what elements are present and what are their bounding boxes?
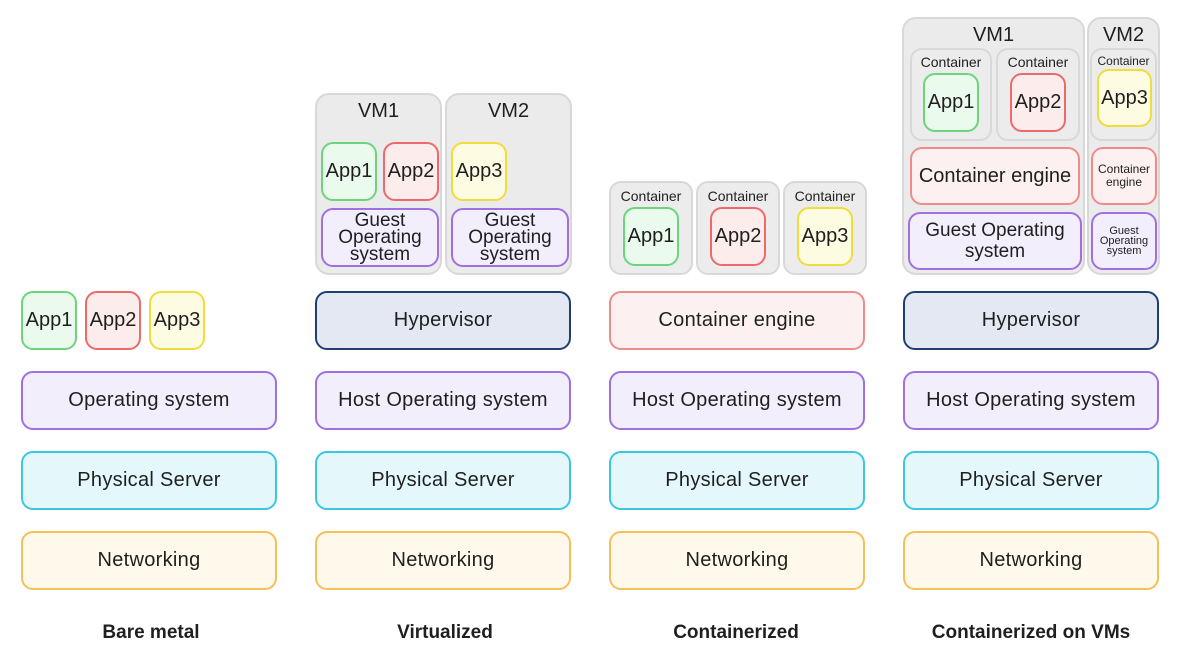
physical-server-layer: Physical Server: [21, 451, 277, 510]
container-label: Container: [620, 188, 682, 204]
container-label: Container: [1097, 54, 1150, 68]
host-os-layer: Host Operating system: [903, 371, 1159, 430]
vm2-box: VM2 Container App3 Container engine Gues…: [1087, 17, 1160, 275]
vm1-box: VM1 App1 App2 Guest Operating system: [315, 93, 442, 275]
app2-box: App2: [1010, 73, 1066, 132]
networking-layer: Networking: [903, 531, 1159, 590]
host-os-layer: Host Operating system: [315, 371, 571, 430]
container-box: Container App1: [609, 181, 693, 275]
app3-box: App3: [1097, 69, 1152, 127]
container-box: Container App2: [696, 181, 780, 275]
guest-os-line: system: [1106, 245, 1142, 257]
vm1-label: VM1: [972, 24, 1015, 46]
container-label: Container: [707, 188, 769, 204]
container-box: Container App1: [910, 48, 992, 141]
guest-os-line: system: [479, 244, 541, 265]
app2-box: App2: [383, 142, 439, 201]
physical-server-layer: Physical Server: [903, 451, 1159, 510]
container-engine-box: Container engine: [1091, 147, 1157, 205]
host-os-layer: Host Operating system: [609, 371, 865, 430]
container-engine-layer: Container engine: [609, 291, 865, 350]
guest-os-box: Guest Operating system: [451, 208, 569, 267]
vm1-label: VM1: [357, 100, 400, 122]
app2-box: App2: [710, 207, 766, 266]
app1-box: App1: [321, 142, 377, 201]
vm2-label: VM2: [487, 100, 530, 122]
app2-box: App2: [85, 291, 141, 350]
guest-os-line: Guest Operating: [925, 220, 1065, 241]
guest-os-line: system: [964, 241, 1026, 262]
guest-os-line: Operating: [338, 227, 422, 248]
guest-os-box: Guest Operating system: [908, 212, 1082, 270]
caption-bare-metal: Bare metal: [102, 622, 200, 643]
container-label: Container: [920, 54, 982, 70]
app1-box: App1: [21, 291, 77, 350]
networking-layer: Networking: [21, 531, 277, 590]
app3-box: App3: [797, 207, 853, 266]
app3-box: App3: [149, 291, 205, 350]
networking-layer: Networking: [315, 531, 571, 590]
caption-virtualized: Virtualized: [397, 622, 493, 643]
guest-os-line: Guest: [1109, 225, 1139, 237]
guest-os-line: Guest: [484, 210, 536, 231]
guest-os-box: Guest Operating system: [1091, 212, 1157, 270]
container-engine-box: Container engine: [910, 147, 1080, 205]
physical-server-layer: Physical Server: [609, 451, 865, 510]
guest-os-box: Guest Operating system: [321, 208, 439, 267]
app1-box: App1: [623, 207, 679, 266]
container-box: Container App2: [996, 48, 1080, 141]
operating-system-layer: Operating system: [21, 371, 277, 430]
guest-os-line: Guest: [354, 210, 406, 231]
guest-os-line: Operating: [1099, 235, 1149, 247]
engine-line: engine: [1105, 175, 1143, 189]
physical-server-layer: Physical Server: [315, 451, 571, 510]
vm1-box: VM1 Container App1 Container App2 Contai…: [902, 17, 1085, 275]
engine-line: Container: [1097, 162, 1151, 176]
networking-layer: Networking: [609, 531, 865, 590]
caption-containerized: Containerized: [673, 622, 799, 643]
guest-os-line: Operating: [468, 227, 552, 248]
app3-box: App3: [451, 142, 507, 201]
container-label: Container: [794, 188, 856, 204]
container-label: Container: [1007, 54, 1069, 70]
hypervisor-layer: Hypervisor: [315, 291, 571, 350]
guest-os-line: system: [349, 244, 411, 265]
caption-containerized-on-vms: Containerized on VMs: [931, 622, 1131, 643]
vm2-label: VM2: [1102, 24, 1145, 46]
hypervisor-layer: Hypervisor: [903, 291, 1159, 350]
container-box: Container App3: [783, 181, 867, 275]
vm2-box: VM2 App3 Guest Operating system: [445, 93, 572, 275]
container-box: Container App3: [1090, 48, 1157, 141]
app1-box: App1: [923, 73, 979, 132]
